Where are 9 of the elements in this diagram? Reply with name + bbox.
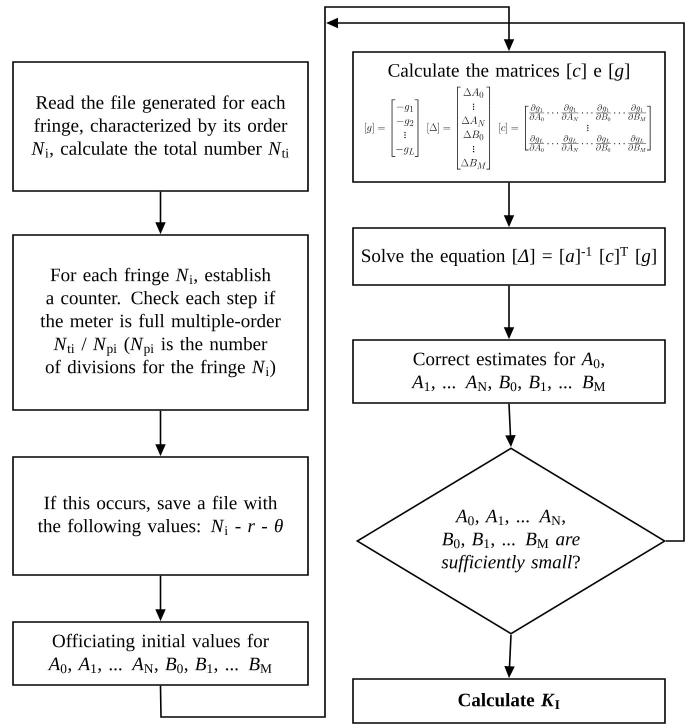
- process-box: Officiating initial values for A$_{0}$, A$_{1}$, ... A$_{N}$, B$_{0}$, B$_{1}$, ... B$_{M}$: [12, 621, 309, 686]
- process-box: Solve the equation [Δ] = [a]$^{-1}$ [c]$^{T}$ [g]: [352, 227, 666, 286]
- process-box: For each fringe N$_{i}$, establish a counter. Check each step if the meter is full multiple-order N$_{ti}$ / N$_{pi}$ (N$_{pi}$ is the number of divisions for the fringe N$_{i}$): [12, 234, 309, 411]
- process-box: Read the file generated for each fringe, characterized by its order N$_{i}$, calculate the total number N$_{ti}$: [12, 61, 309, 192]
- process-box: Correct estimates for A$_{0}$, A$_{1}$, ... A$_{N}$, B$_{0}$, B$_{1}$, ... B$_{M}$: [352, 339, 666, 404]
- process-box: If this occurs, save a file with the following values: N$_{i}$ - r - θ: [12, 456, 309, 576]
- process-box: Calculate the matrices [c] e [g] $[g]=\begin{bmatrix}-g_1\\-g_2\\\vdots\\-g_L\end{bmatrix}\;[\Delta]=\begin{bmatrix}\Delta A_0\\\vdots\\\Delta A_N\\\Delta B_0\\\vdots\\\Delta B_M\end{bmatrix}\;[c]=\begin{bmatrix}\frac{\partial g_1}{\partial A_0}\cdots\frac{\partial g_1}{\partial A_N}\cdots\frac{\partial g_1}{\partial B_0}\cdots\frac{\partial g_1}{\partial B_M}\\\vdots\\\frac{\partial g_L}{\partial A_0}\cdots\frac{\partial g_L}{\partial A_N}\cdots\frac{\partial g_L}{\partial B_0}\cdots\frac{\partial g_L}{\partial B_M}\end{bmatrix}$: [352, 51, 666, 183]
- arrow: [160, 6, 514, 718]
- process-box: Calculate K$_{I}$: [352, 678, 666, 724]
